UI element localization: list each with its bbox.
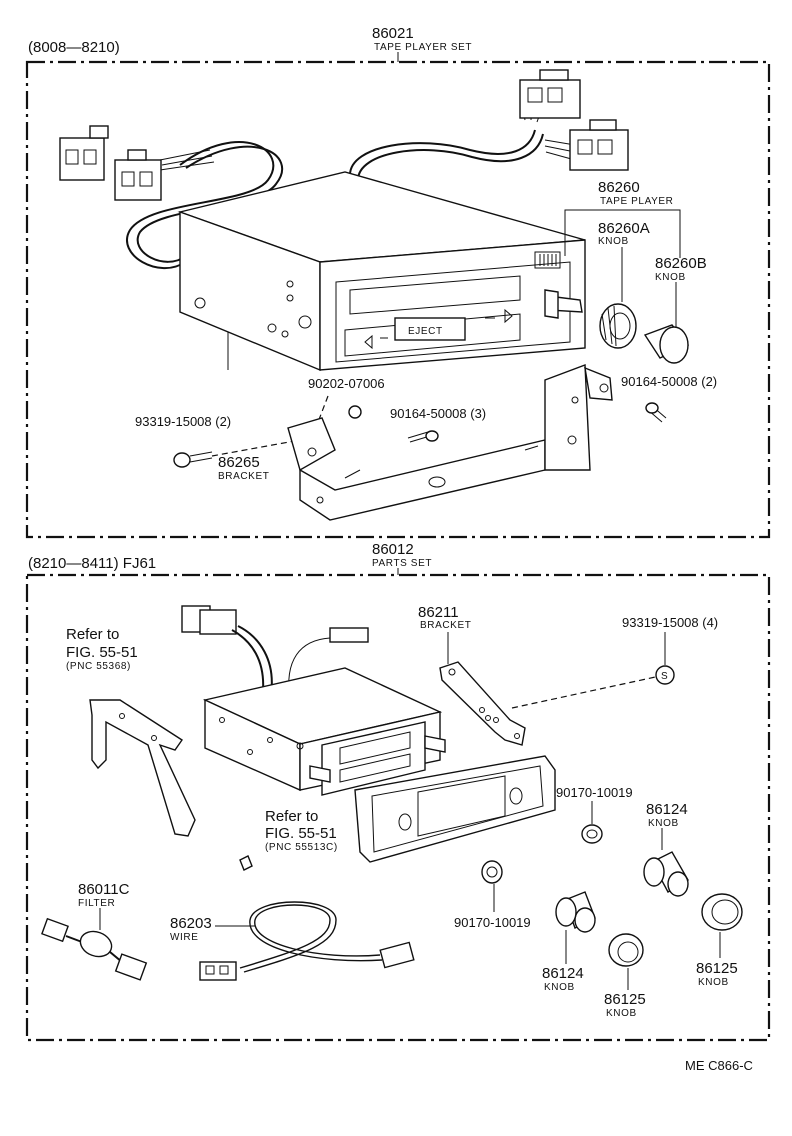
label-knob-86125-right: 86125 xyxy=(696,960,738,977)
knob-86125-right xyxy=(701,893,743,931)
top-set-number: 86021 xyxy=(372,25,414,42)
label-knob-86124-upper: 86124 xyxy=(646,801,688,818)
radio-connector-harness xyxy=(181,605,369,701)
label-screw-right: 90164-50008 (2) xyxy=(621,374,717,389)
top-range-label: (8008—8210) xyxy=(28,39,120,56)
label-knob-lower-name: KNOB xyxy=(544,982,575,993)
label-86011c: 86011C xyxy=(78,881,130,898)
knob-86125-center xyxy=(608,933,644,967)
washer-upper xyxy=(581,824,603,844)
filter-86011c xyxy=(41,917,148,981)
label-86203: 86203 xyxy=(170,915,212,932)
bottom-section-frame xyxy=(25,573,771,1042)
ref1-line1: Refer to xyxy=(66,626,119,643)
label-knob-86124-lower: 86124 xyxy=(542,965,584,982)
bottom-set-number: 86012 xyxy=(372,541,414,558)
svg-text:S: S xyxy=(661,671,668,682)
bracket-86265 xyxy=(287,364,613,521)
antenna-plug xyxy=(329,627,369,643)
label-knob-86125-right-name: KNOB xyxy=(698,977,729,988)
small-nut xyxy=(239,855,253,871)
knob-86260b xyxy=(643,324,690,364)
label-86260a: 86260A xyxy=(598,220,650,237)
radio-unit xyxy=(202,667,446,796)
bottom-range-label: (8210—8411) FJ61 xyxy=(28,555,156,572)
screw-right xyxy=(645,402,667,423)
screw-center xyxy=(407,430,439,443)
faceplate xyxy=(354,755,556,863)
ref1-line2: FIG. 55-51 xyxy=(66,644,138,661)
label-knob-upper-name: KNOB xyxy=(648,818,679,829)
label-knob-a: KNOB xyxy=(598,236,629,247)
knob-86124-lower xyxy=(555,891,596,933)
ref2-line3: (PNC 55513C) xyxy=(265,842,338,853)
label-knob-86125-center: 86125 xyxy=(604,991,646,1008)
ref1-line3: (PNC 55368) xyxy=(66,661,131,672)
eject-label: EJECT xyxy=(408,326,443,337)
top-section-frame xyxy=(25,60,771,539)
label-86260b: 86260B xyxy=(655,255,707,272)
eject-button xyxy=(394,317,466,341)
connector-top-right xyxy=(519,69,581,119)
label-bracket-bottom: BRACKET xyxy=(420,620,471,631)
ref2-line1: Refer to xyxy=(265,808,318,825)
bottom-set-name: PARTS SET xyxy=(372,558,432,569)
knob-86260a xyxy=(599,303,637,349)
label-86260: 86260 xyxy=(598,179,640,196)
screw-left xyxy=(173,451,213,468)
label-screw-left: 93319-15008 (2) xyxy=(135,414,231,429)
label-washer-lower: 90170-10019 xyxy=(454,915,531,930)
label-nut: 90202-07006 xyxy=(308,376,385,391)
label-wire: WIRE xyxy=(170,932,199,943)
label-screw-bottom: 93319-15008 (4) xyxy=(622,615,718,630)
connector-right xyxy=(569,119,629,171)
wire-86203 xyxy=(199,901,415,981)
nut-part xyxy=(348,405,362,419)
label-knob-86125-center-name: KNOB xyxy=(606,1008,637,1019)
top-section: (8008—8210) 86021 TAPE PLAYER SET xyxy=(25,25,771,539)
label-screw-center: 90164-50008 (3) xyxy=(390,406,486,421)
screw-93319 xyxy=(655,665,675,685)
ref2-line2: FIG. 55-51 xyxy=(265,825,337,842)
bracket-86211 xyxy=(439,661,526,746)
washer-lower xyxy=(481,860,503,884)
label-bracket-top: BRACKET xyxy=(218,471,269,482)
tape-player-unit: EJECT xyxy=(177,171,586,372)
knob-86124-upper xyxy=(643,851,689,897)
label-filter: FILTER xyxy=(78,898,115,909)
connector-left-1 xyxy=(59,125,109,181)
label-knob-b: KNOB xyxy=(655,272,686,283)
label-washer-upper: 90170-10019 xyxy=(556,785,633,800)
reference-bracket-left xyxy=(89,699,196,837)
label-86211: 86211 xyxy=(418,604,459,621)
bottom-section: (8210—8411) FJ61 86012 PARTS SET Refer t… xyxy=(25,541,771,1073)
label-86265: 86265 xyxy=(218,454,260,471)
tape-player-leader xyxy=(564,209,681,258)
footer-code: ME C866-C xyxy=(685,1058,753,1073)
top-set-name: TAPE PLAYER SET xyxy=(374,42,472,53)
connector-left-2 xyxy=(114,149,162,201)
label-tape-player: TAPE PLAYER xyxy=(600,196,673,207)
